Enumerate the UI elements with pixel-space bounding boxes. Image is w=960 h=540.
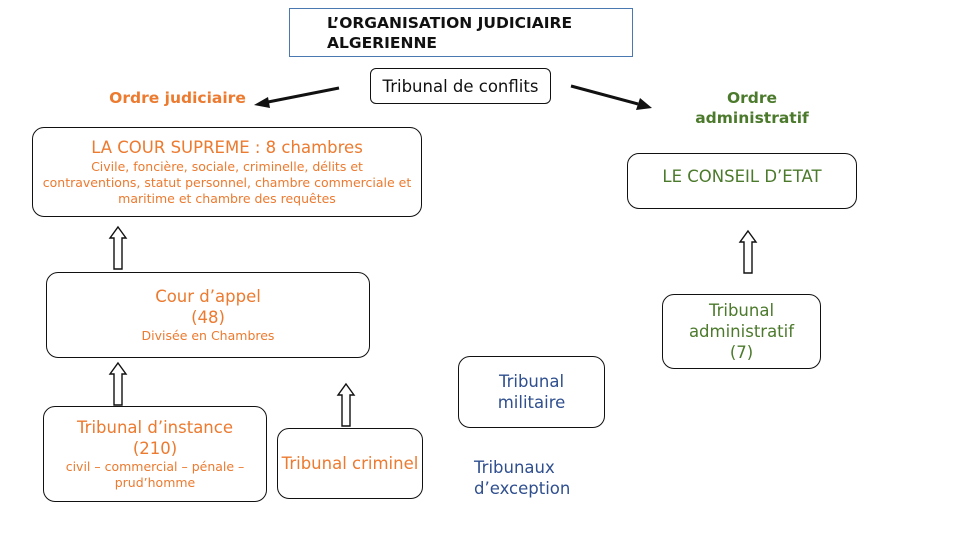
cour-appel-title: Cour d’appel (155, 287, 261, 306)
tribunal-instance-desc-1: civil – commercial – pénale – (65, 459, 245, 474)
conseil-etat-label: LE CONSEIL D’ETAT (662, 167, 822, 186)
ordre-administratif-line-1: Ordre (726, 89, 778, 107)
tribunaux-exception-line-1: Tribunaux (474, 458, 555, 477)
tribunal-instance-title: Tribunal d’instance (77, 418, 233, 437)
cour-supreme-box: LA COUR SUPREME : 8 chambres Civile, fon… (32, 127, 422, 217)
cour-appel-desc: Divisée en Chambres (141, 328, 275, 343)
tribunal-militaire-box: Tribunal militaire (458, 356, 605, 428)
arrow-to-ordre-administratif (570, 84, 639, 106)
cour-supreme-desc-2: contraventions, statut personnel, chambr… (42, 175, 412, 190)
arrow-up-criminel-to-appel (336, 382, 356, 427)
tribunal-instance-desc-2: prud’homme (114, 475, 196, 490)
tribunal-instance-box: Tribunal d’instance (210) civil – commer… (43, 406, 267, 502)
tribunal-administratif-count: (7) (729, 343, 754, 362)
tribunal-militaire-line-1: Tribunal (498, 372, 565, 391)
cour-appel-box: Cour d’appel (48) Divisée en Chambres (46, 272, 370, 358)
cour-supreme-desc-1: Civile, foncière, sociale, criminelle, d… (91, 159, 363, 174)
title-line-1: L’ORGANISATION JUDICIAIRE (327, 14, 573, 32)
tribunal-administratif-box: Tribunal administratif (7) (662, 294, 821, 369)
tribunal-criminel-label: Tribunal criminel (281, 454, 419, 473)
tribunal-militaire-line-2: militaire (497, 393, 566, 412)
arrow-up-administratif-to-conseil (738, 229, 758, 274)
ordre-administratif-line-2: administratif (695, 109, 809, 127)
arrow-up-appel-to-supreme (108, 225, 128, 270)
diagram-title: L’ORGANISATION JUDICIAIRE ALGERIENNE (289, 8, 633, 57)
tribunal-conflits-box: Tribunal de conflits (370, 68, 551, 104)
ordre-administratif-label: Ordre administratif (678, 88, 826, 128)
tribunaux-exception-label: Tribunaux d’exception (474, 457, 594, 499)
tribunal-instance-count: (210) (132, 439, 178, 458)
tribunal-criminel-box: Tribunal criminel (277, 428, 423, 499)
tribunal-conflits-label: Tribunal de conflits (382, 76, 539, 96)
cour-supreme-title: LA COUR SUPREME : 8 chambres (91, 138, 363, 157)
tribunal-administratif-line-1: Tribunal (708, 301, 775, 320)
cour-supreme-desc-3: maritime et chambre des requêtes (118, 191, 336, 206)
tribunaux-exception-line-2: d’exception (474, 479, 571, 498)
conseil-etat-box: LE CONSEIL D’ETAT (627, 153, 857, 209)
ordre-judiciaire-label: Ordre judiciaire (109, 89, 246, 107)
tribunal-administratif-line-2: administratif (688, 322, 795, 341)
arrow-up-instance-to-appel (108, 361, 128, 406)
title-line-2: ALGERIENNE (327, 34, 438, 52)
cour-appel-count: (48) (191, 308, 225, 327)
